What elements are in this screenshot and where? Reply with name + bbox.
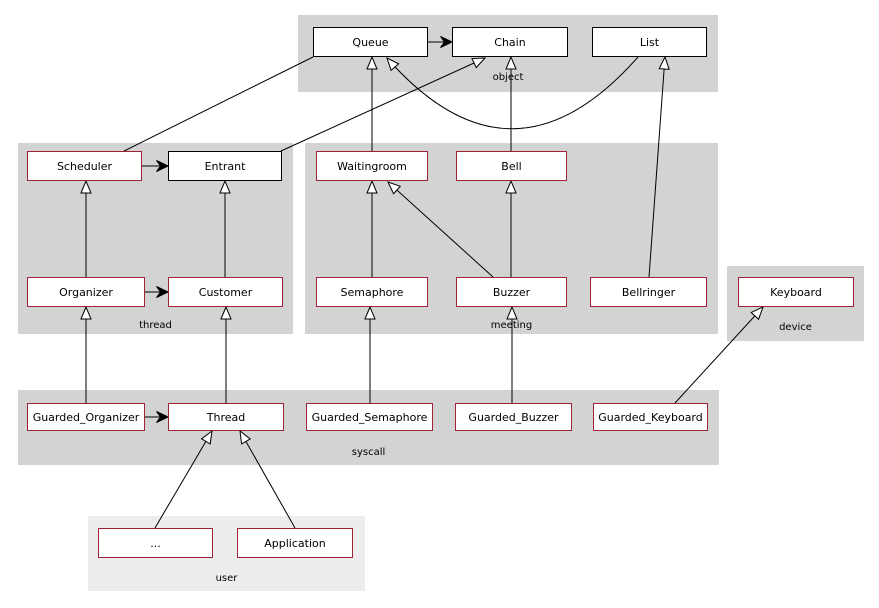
edge-thread-customer xyxy=(220,305,232,403)
group-label: user xyxy=(215,573,238,584)
node-guarded-buzzer[interactable]: Guarded_Buzzer xyxy=(455,403,572,431)
node-label: Organizer xyxy=(59,285,113,299)
node-label: Thread xyxy=(206,410,246,424)
node-guarded-keyboard[interactable]: Guarded_Keyboard xyxy=(593,403,708,431)
node-waitingroom[interactable]: Waitingroom xyxy=(316,151,428,181)
node-organizer[interactable]: Organizer xyxy=(27,277,145,307)
node-ellipsis[interactable]: ... xyxy=(98,528,213,558)
node-entrant[interactable]: Entrant xyxy=(168,151,282,181)
node-guarded-semaphore[interactable]: Guarded_Semaphore xyxy=(306,403,433,431)
node-thread[interactable]: Thread xyxy=(168,403,284,431)
edge-bell-chain xyxy=(505,55,517,151)
node-label: Customer xyxy=(198,285,253,299)
node-label: Bell xyxy=(501,159,522,173)
node-semaphore[interactable]: Semaphore xyxy=(316,277,428,307)
node-queue[interactable]: Queue xyxy=(313,27,428,57)
node-keyboard[interactable]: Keyboard xyxy=(738,277,854,307)
node-label: Chain xyxy=(494,35,526,49)
edge-organizer-customer xyxy=(145,286,170,298)
edge-list-queue xyxy=(386,56,639,130)
group-label: object xyxy=(492,72,524,83)
node-label: Entrant xyxy=(204,159,246,173)
node-label: Guarded_Semaphore xyxy=(311,410,428,424)
node-guarded-organizer[interactable]: Guarded_Organizer xyxy=(27,403,145,431)
node-chain[interactable]: Chain xyxy=(452,27,568,57)
edge-queue-chain xyxy=(428,36,454,48)
node-list[interactable]: List xyxy=(592,27,707,57)
node-label: Application xyxy=(264,536,326,550)
edge-scheduler-queue xyxy=(123,56,314,152)
node-label: Guarded_Keyboard xyxy=(598,410,703,424)
node-label: ... xyxy=(150,536,161,550)
node-bell[interactable]: Bell xyxy=(456,151,567,181)
edge-application-thread xyxy=(239,429,296,529)
node-bellringer[interactable]: Bellringer xyxy=(590,277,707,307)
node-customer[interactable]: Customer xyxy=(168,277,283,307)
node-buzzer[interactable]: Buzzer xyxy=(456,277,567,307)
edge-guarded-organizer-organizer xyxy=(80,305,92,403)
group-label: thread xyxy=(139,320,172,331)
edge-guarded-organizer-thread xyxy=(145,411,170,423)
edge-bellringer-list xyxy=(648,55,670,278)
node-label: Queue xyxy=(352,35,389,49)
node-label: Buzzer xyxy=(492,285,531,299)
edge-buzzer-waitingroom xyxy=(387,181,494,278)
edge-scheduler-entrant xyxy=(142,160,170,172)
node-label: Semaphore xyxy=(340,285,404,299)
edge-guarded-keyboard-keyboard xyxy=(674,306,764,404)
group-label: device xyxy=(779,322,812,333)
node-label: Scheduler xyxy=(56,159,113,173)
node-label: Guarded_Buzzer xyxy=(468,410,559,424)
node-label: Bellringer xyxy=(621,285,676,299)
edge-ellipsis-thread xyxy=(154,429,213,529)
group-label: syscall xyxy=(351,447,386,458)
node-label: List xyxy=(639,35,660,49)
edge-customer-entrant xyxy=(219,179,231,277)
edge-guarded-buzzer-buzzer xyxy=(506,305,518,403)
node-application[interactable]: Application xyxy=(237,528,353,558)
node-label: Guarded_Organizer xyxy=(32,410,140,424)
edge-waitingroom-queue xyxy=(366,55,378,151)
node-scheduler[interactable]: Scheduler xyxy=(27,151,142,181)
node-label: Waitingroom xyxy=(337,159,407,173)
edge-buzzer-bell xyxy=(505,179,517,277)
edge-guarded-semaphore-semaphore xyxy=(364,305,376,403)
edge-semaphore-waitingroom xyxy=(366,179,378,277)
node-label: Keyboard xyxy=(770,285,822,299)
edge-entrant-chain xyxy=(280,57,487,152)
edge-organizer-scheduler xyxy=(80,179,92,277)
